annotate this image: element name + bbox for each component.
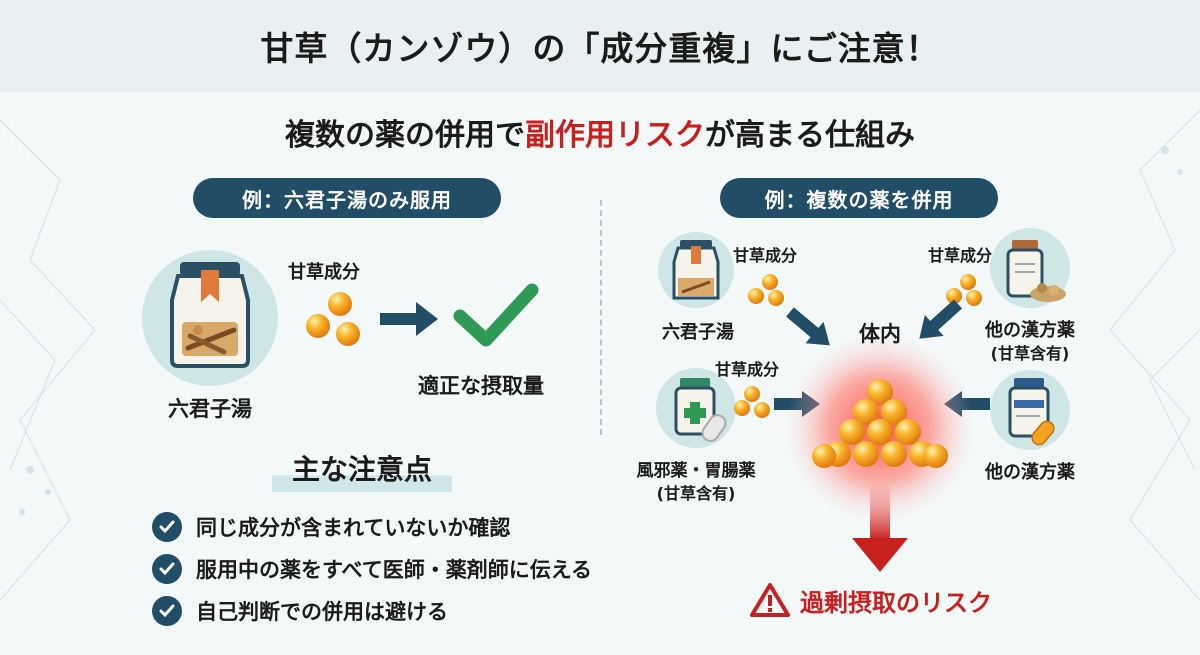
kampo-bottle-icon (990, 228, 1070, 308)
accumulated-ingredient-pile (812, 379, 948, 468)
center-label: 体内 (859, 322, 901, 346)
herbal-bag-small-icon (658, 232, 734, 308)
source1-ingredient-label: 甘草成分 (733, 246, 798, 265)
source1-name-label: 六君子湯 (662, 322, 734, 343)
header-bar: 甘草（カンゾウ）の「成分重複」にご注意！ (0, 0, 1200, 92)
source2-name-label: 他の漢方薬 (985, 320, 1075, 341)
source2-note-label: (甘草含有) (990, 344, 1070, 363)
precaution-text: 服用中の薬をすべて医師・薬剤師に伝える (196, 558, 593, 582)
precautions-title: 主な注意点 (272, 448, 452, 492)
subtitle: 複数の薬の併用で副作用リスクが高まる仕組み (0, 110, 1200, 154)
precaution-text: 同じ成分が含まれていないか確認 (196, 516, 511, 540)
source2-ingredient-label: 甘草成分 (928, 246, 993, 265)
precaution-item: 同じ成分が含まれていないか確認 (152, 506, 592, 548)
panel-divider (600, 200, 602, 435)
medicine-bottle-icon (656, 368, 736, 448)
other-kampo-bottle-icon (990, 370, 1070, 450)
source-ingredient-balls (734, 274, 982, 418)
source3-ingredient-label: 甘草成分 (715, 360, 780, 379)
check-circle-icon (152, 512, 182, 542)
left-flow-arrow (380, 302, 438, 336)
source3-name-label: 風邪薬・胃腸薬 (636, 461, 756, 481)
source4-name-label: 他の漢方薬 (985, 462, 1075, 483)
precaution-item: 服用中の薬をすべて医師・薬剤師に伝える (152, 548, 592, 590)
result-label: 適正な摂取量 (418, 374, 544, 398)
left-example-pill: 例：六君子湯のみ服用 (193, 178, 501, 218)
left-ingredient-balls (306, 292, 360, 346)
page-title: 甘草（カンゾウ）の「成分重複」にご注意！ (260, 29, 940, 68)
source3-note-label: (甘草含有) (656, 484, 736, 503)
subtitle-suffix: が高まる仕組み (705, 118, 915, 153)
herbal-bag-icon (142, 250, 278, 386)
precaution-item: 自己判断での併用は避ける (152, 590, 592, 632)
risk-label: 過剰摂取のリスク (800, 588, 992, 617)
left-ingredient-label: 甘草成分 (288, 262, 360, 283)
risk-down-arrow (852, 480, 908, 572)
precaution-text: 自己判断での併用は避ける (196, 600, 448, 624)
subtitle-highlight: 副作用リスク (525, 118, 705, 153)
right-example-pill: 例：複数の薬を併用 (720, 178, 998, 218)
precaution-list: 同じ成分が含まれていないか確認 服用中の薬をすべて医師・薬剤師に伝える 自己判断… (152, 506, 592, 632)
left-medicine-label: 六君子湯 (168, 397, 252, 421)
warning-icon (750, 583, 790, 617)
subtitle-prefix: 複数の薬の併用で (285, 118, 525, 153)
overdose-risk: 過剰摂取のリスク (750, 582, 992, 618)
checkmark-icon (453, 283, 539, 347)
check-circle-icon (152, 554, 182, 584)
check-circle-icon (152, 596, 182, 626)
